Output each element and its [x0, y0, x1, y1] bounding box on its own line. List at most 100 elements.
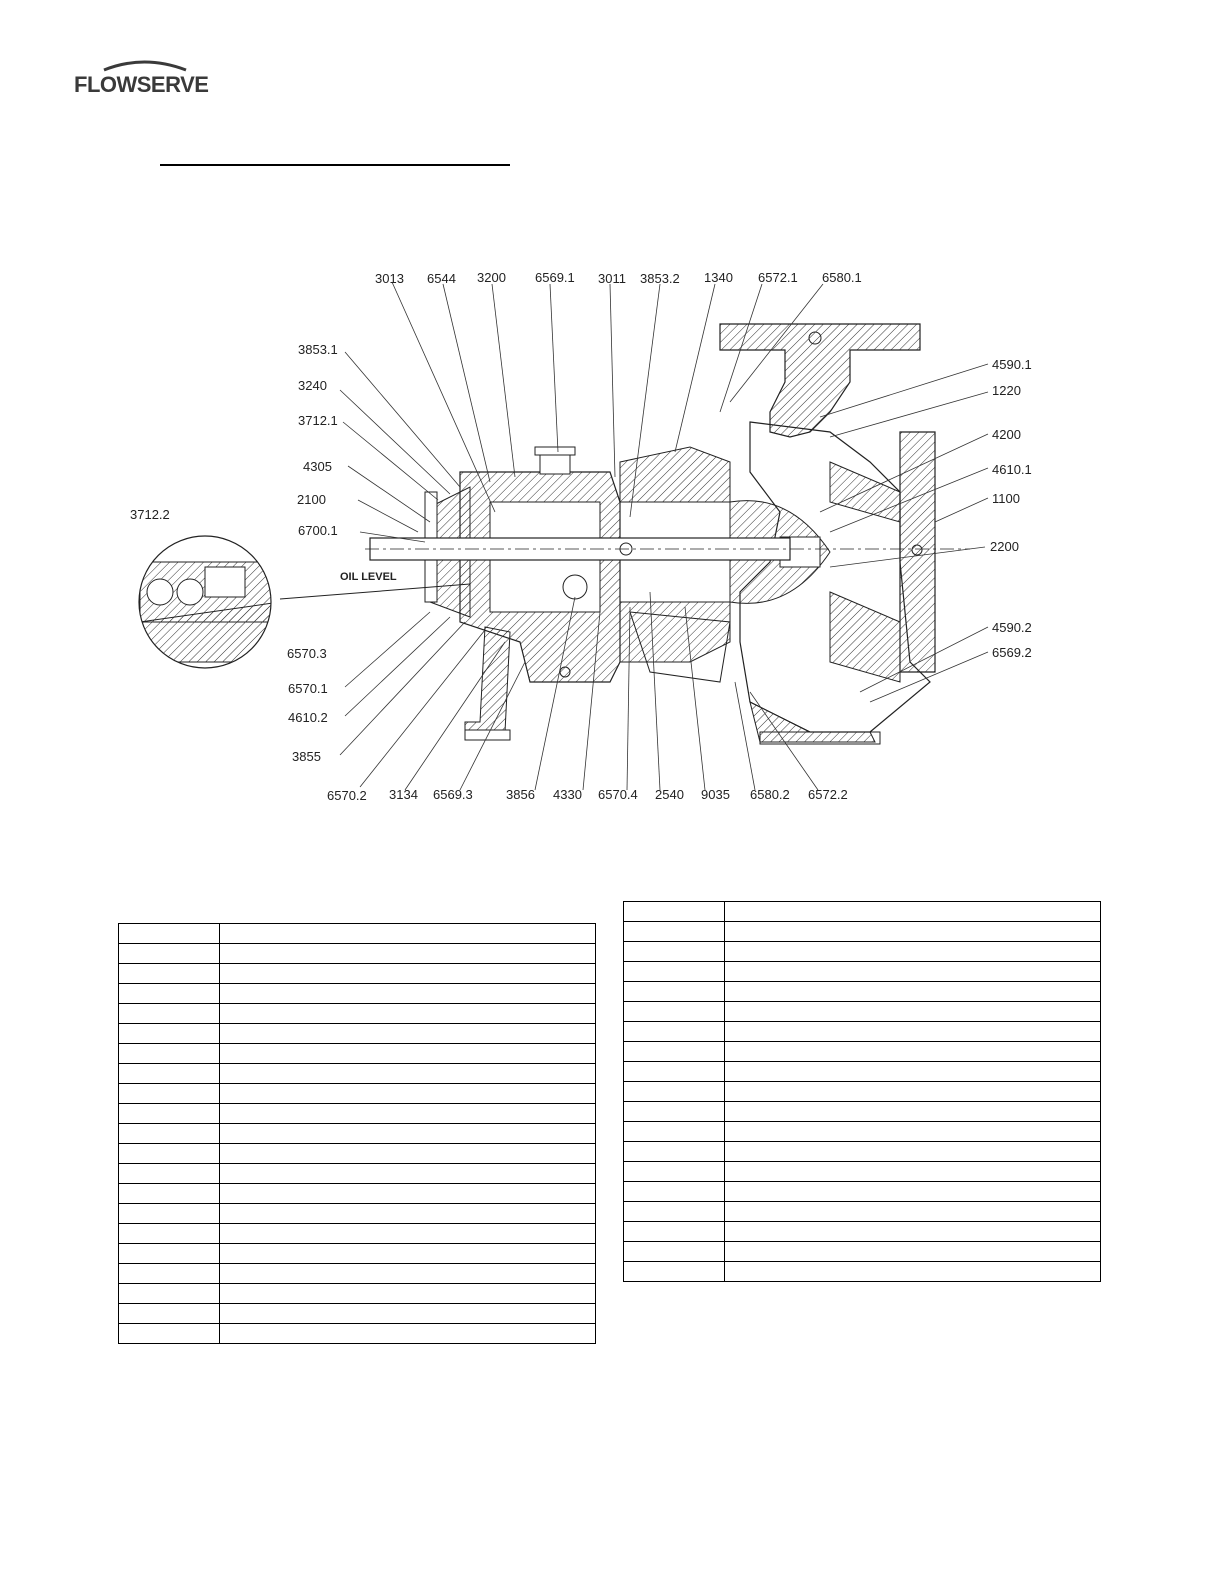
label-6580-1: 6580.1 — [822, 270, 862, 285]
part-number-cell — [623, 981, 725, 1002]
description-cell — [219, 1203, 596, 1224]
part-number-cell — [623, 941, 725, 962]
table-row — [623, 901, 1101, 922]
table-row — [118, 1043, 596, 1064]
table-row — [623, 961, 1101, 982]
label-3200: 3200 — [477, 270, 506, 285]
description-cell — [724, 1261, 1101, 1282]
label-6544: 6544 — [427, 271, 456, 286]
description-cell — [219, 1183, 596, 1204]
table-row — [623, 1121, 1101, 1142]
description-cell — [724, 1041, 1101, 1062]
label-3712-2: 3712.2 — [130, 507, 170, 522]
table-row — [118, 1223, 596, 1244]
part-number-cell — [118, 943, 220, 964]
description-cell — [219, 1003, 596, 1024]
description-cell — [724, 941, 1101, 962]
part-number-cell — [118, 1003, 220, 1024]
table-row — [623, 941, 1101, 962]
detail-view-3712-2 — [138, 535, 272, 669]
description-cell — [219, 1223, 596, 1244]
table-row — [118, 963, 596, 984]
label-4200: 4200 — [992, 427, 1021, 442]
label-6569-1: 6569.1 — [535, 270, 575, 285]
table-row — [623, 1001, 1101, 1022]
description-cell — [724, 981, 1101, 1002]
description-cell — [724, 921, 1101, 942]
part-number-cell — [623, 921, 725, 942]
part-number-cell — [623, 1201, 725, 1222]
description-cell — [724, 1201, 1101, 1222]
table-row — [118, 1003, 596, 1024]
part-number-cell — [118, 1123, 220, 1144]
label-2540: 2540 — [655, 787, 684, 802]
description-cell — [219, 1143, 596, 1164]
table-row — [623, 1041, 1101, 1062]
part-number-cell — [118, 1303, 220, 1324]
description-cell — [219, 1043, 596, 1064]
description-cell — [219, 1023, 596, 1044]
description-cell — [219, 923, 596, 944]
description-cell — [219, 1063, 596, 1084]
pump-cross-section-drawing: OIL LEVEL — [130, 270, 1032, 803]
parts-table-left — [118, 923, 596, 1344]
label-3011: 3011 — [598, 271, 626, 286]
description-cell — [219, 1083, 596, 1104]
description-cell — [724, 1081, 1101, 1102]
part-number-cell — [118, 1323, 220, 1344]
part-number-cell — [118, 1243, 220, 1264]
description-cell — [724, 1021, 1101, 1042]
label-6570-2: 6570.2 — [327, 788, 367, 803]
label-4305: 4305 — [303, 459, 332, 474]
part-number-cell — [118, 1063, 220, 1084]
description-cell — [724, 1121, 1101, 1142]
description-cell — [219, 1263, 596, 1284]
table-row — [623, 1021, 1101, 1042]
table-row — [118, 1123, 596, 1144]
description-cell — [724, 961, 1101, 982]
adapter-lantern — [619, 446, 731, 683]
table-row — [118, 1063, 596, 1084]
part-number-cell — [623, 1001, 725, 1022]
label-1100: 1100 — [992, 491, 1020, 506]
part-number-cell — [623, 1221, 725, 1242]
description-cell — [724, 1181, 1101, 1202]
part-number-cell — [118, 983, 220, 1004]
label-2200: 2200 — [990, 539, 1019, 554]
table-row — [118, 1103, 596, 1124]
part-number-cell — [118, 923, 220, 944]
label-3712-1: 3712.1 — [298, 413, 338, 428]
part-number-cell — [623, 961, 725, 982]
table-row — [623, 1161, 1101, 1182]
part-number-cell — [118, 1163, 220, 1184]
label-6570-3: 6570.3 — [287, 646, 327, 661]
table-row — [623, 981, 1101, 1002]
table-row — [623, 1061, 1101, 1082]
table-row — [118, 1183, 596, 1204]
part-number-cell — [623, 1241, 725, 1262]
label-6569-2: 6569.2 — [992, 645, 1032, 660]
part-number-cell — [623, 1261, 725, 1282]
part-number-cell — [118, 1083, 220, 1104]
description-cell — [219, 963, 596, 984]
casing — [719, 323, 936, 745]
label-9035: 9035 — [701, 787, 730, 802]
part-number-cell — [623, 1061, 725, 1082]
table-row — [118, 1243, 596, 1264]
label-3853-2: 3853.2 — [640, 271, 680, 286]
table-row — [623, 1141, 1101, 1162]
description-cell — [724, 1061, 1101, 1082]
part-labels: 3013 6544 3200 6569.1 3011 3853.2 1340 6… — [130, 270, 1032, 803]
label-6569-3: 6569.3 — [433, 787, 473, 802]
label-6570-4: 6570.4 — [598, 787, 638, 802]
part-number-cell — [623, 1081, 725, 1102]
description-cell — [724, 1101, 1101, 1122]
table-row — [623, 1181, 1101, 1202]
label-6572-1: 6572.1 — [758, 270, 798, 285]
logo-wordmark: FLOWSERVE — [74, 72, 209, 97]
label-3240: 3240 — [298, 378, 327, 393]
table-row — [623, 1261, 1101, 1282]
oil-level-label: OIL LEVEL — [340, 571, 397, 583]
parts-table-right — [623, 901, 1101, 1282]
description-cell — [219, 943, 596, 964]
